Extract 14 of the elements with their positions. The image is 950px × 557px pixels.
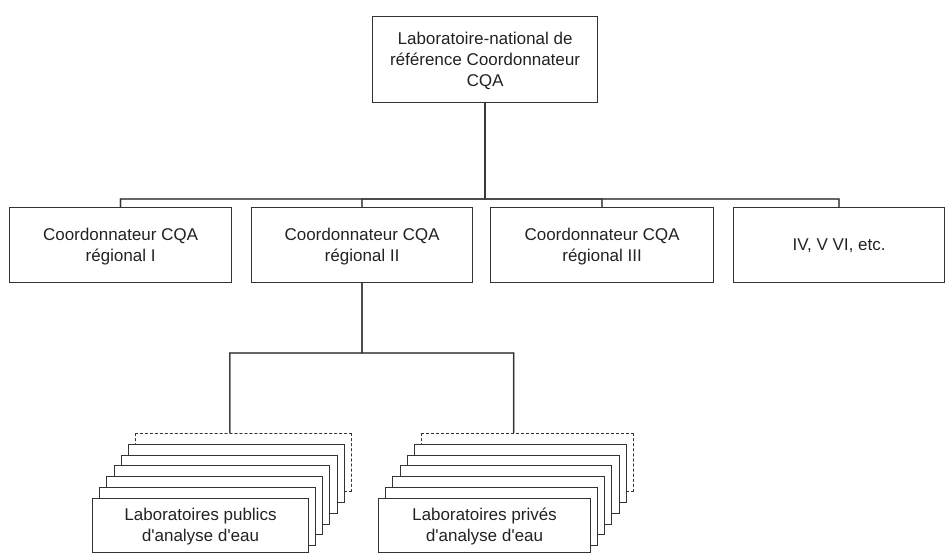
box-label: Coordonnateur CQA régional I bbox=[42, 224, 199, 266]
connector-line bbox=[484, 103, 840, 207]
org-box bbox=[372, 16, 598, 103]
org-box bbox=[9, 207, 232, 283]
box-label: Laboratoires publics d'analyse d'eau bbox=[123, 504, 278, 547]
box-label: Laboratoires privés d'analyse d'eau bbox=[411, 504, 558, 547]
box-label: Coordonnateur CQA régional III bbox=[524, 224, 680, 266]
box-label: IV, V VI, etc. bbox=[792, 234, 886, 256]
org-box bbox=[490, 207, 714, 283]
connector-line bbox=[361, 283, 514, 433]
org-box bbox=[733, 207, 945, 283]
box-label: Coordonnateur CQA régional II bbox=[284, 224, 440, 266]
org-box bbox=[251, 207, 473, 283]
box-label: Laboratoire-national de référence Coordonnateur CQA bbox=[389, 28, 581, 92]
